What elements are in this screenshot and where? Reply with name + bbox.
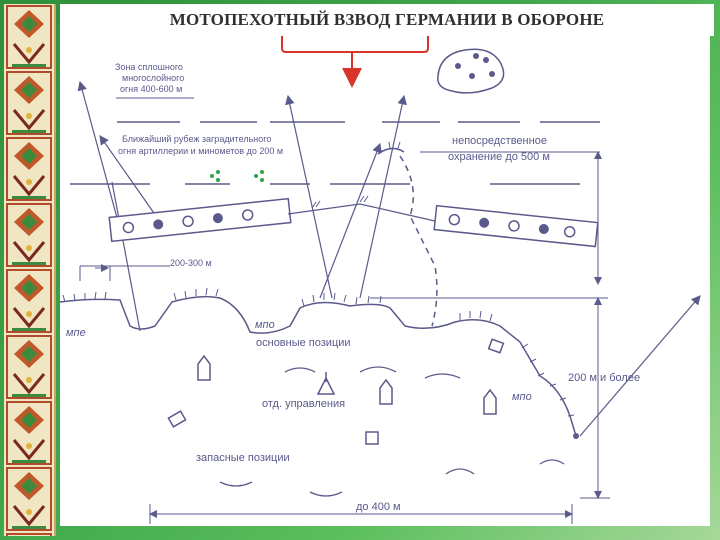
mpe-label: мпе: [66, 327, 86, 339]
reserve-trenches: [219, 366, 565, 497]
ornament-border: [4, 4, 56, 536]
command-label: отд. управления: [262, 398, 345, 410]
enemy-group-icon: [437, 48, 505, 94]
fire-zone-label-1: Зона сплошного: [115, 62, 183, 72]
slide-title: МОТОПЕХОТНЫЙ ВЗВОД ГЕРМАНИИ В ОБОРОНЕ: [169, 10, 605, 29]
main-positions-label: основные позиции: [256, 337, 351, 349]
reserve-positions-label: запасные позиции: [196, 452, 290, 464]
distance-200-more-label: 200 м и более: [568, 372, 640, 384]
mpo-main-label: мпо: [255, 319, 275, 331]
observer-dots: [210, 170, 264, 182]
guard-label-2: охранение до 500 м: [448, 151, 550, 163]
main-trench: [59, 295, 577, 437]
squad-block-left: [108, 197, 292, 243]
position-symbols: [167, 338, 505, 445]
distance-400-label: до 400 м: [356, 501, 401, 513]
fire-zone-label-2: многослойного: [122, 73, 184, 83]
barrier-label-1: Ближайший рубеж заградительного: [122, 134, 271, 144]
guard-label-1: непосредственное: [452, 135, 547, 147]
mpo-right-label: мпо: [512, 391, 532, 403]
distance-200-300-label: 200-300 м: [170, 258, 212, 268]
defense-diagram: Зона сплошного многослойного огня 400-60…: [59, 36, 710, 526]
title-bar: МОТОПЕХОТНЫЙ ВЗВОД ГЕРМАНИИ В ОБОРОНЕ: [60, 4, 714, 36]
barrier-label-2: огня артиллерии и минометов до 200 м: [118, 146, 283, 156]
squad-block-right: [433, 204, 599, 248]
fire-zone-label-3: огня 400-600 м: [120, 84, 182, 94]
trench-ticks: [62, 287, 575, 417]
enemy-direction-bracket: [281, 36, 429, 88]
